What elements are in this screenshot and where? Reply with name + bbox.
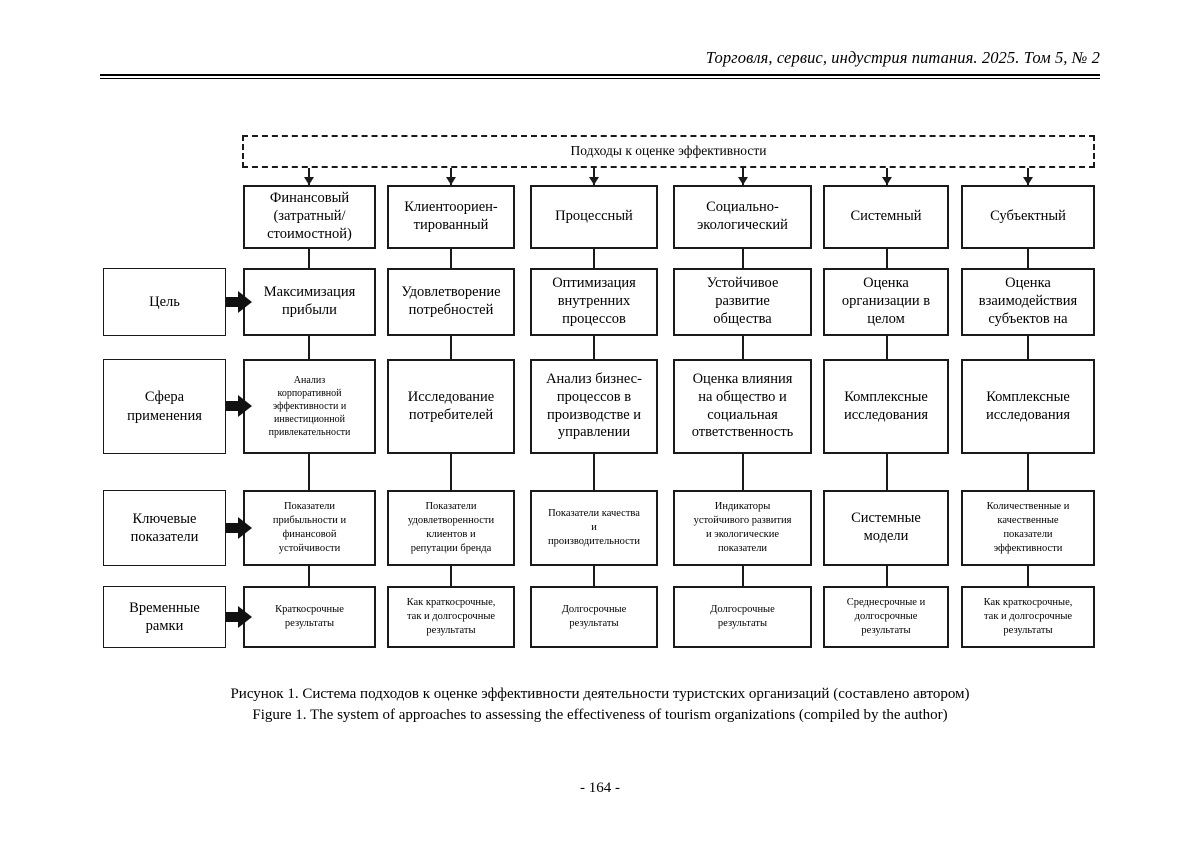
connector (742, 249, 744, 268)
node-indicators-5: Системные модели (823, 490, 949, 566)
row-label-scope: Сфера применения (103, 359, 226, 454)
node-approach-4: Социально- экологический (673, 185, 812, 249)
diagram-root-label: Подходы к оценке эффективности (570, 143, 767, 159)
node-timeframe-6: Как краткосрочные, так и долгосрочные ре… (961, 586, 1095, 648)
arrowhead-down-icon (446, 177, 456, 185)
node-scope-2: Исследование потребителей (387, 359, 515, 454)
node-scope-1: Анализ корпоративной эффективности и инв… (243, 359, 376, 454)
connector (886, 168, 888, 185)
node-timeframe-3: Долгосрочные результаты (530, 586, 658, 648)
node-indicators-4: Индикаторы устойчивого развития и эколог… (673, 490, 812, 566)
node-timeframe-4: Долгосрочные результаты (673, 586, 812, 648)
connector (742, 454, 744, 490)
connector (308, 249, 310, 268)
connector (1027, 336, 1029, 359)
connector (308, 168, 310, 185)
connector (450, 168, 452, 185)
connector (1027, 168, 1029, 185)
node-goal-5: Оценка организации в целом (823, 268, 949, 336)
connector (308, 566, 310, 586)
connector (886, 566, 888, 586)
connector (450, 454, 452, 490)
node-approach-2: Клиентоориен- тированный (387, 185, 515, 249)
node-approach-3: Процессный (530, 185, 658, 249)
node-goal-6: Оценка взаимодействия субъектов на (961, 268, 1095, 336)
connector (593, 168, 595, 185)
node-indicators-2: Показатели удовлетворенности клиентов и … (387, 490, 515, 566)
arrowhead-down-icon (738, 177, 748, 185)
node-indicators-1: Показатели прибыльности и финансовой уст… (243, 490, 376, 566)
connector (308, 336, 310, 359)
connector (450, 336, 452, 359)
node-scope-6: Комплексные исследования (961, 359, 1095, 454)
row-label-goal: Цель (103, 268, 226, 336)
node-timeframe-1: Краткосрочные результаты (243, 586, 376, 648)
arrowhead-down-icon (1023, 177, 1033, 185)
page-number: - 164 - (580, 780, 620, 796)
connector (886, 454, 888, 490)
connector (450, 249, 452, 268)
connector (593, 566, 595, 586)
node-timeframe-2: Как краткосрочные, так и долгосрочные ре… (387, 586, 515, 648)
connector (742, 336, 744, 359)
header-rule (100, 74, 1100, 79)
connector (742, 566, 744, 586)
node-goal-3: Оптимизация внутренних процессов (530, 268, 658, 336)
diagram-root-node: Подходы к оценке эффективности (242, 135, 1095, 168)
connector (593, 336, 595, 359)
arrowhead-down-icon (589, 177, 599, 185)
row-label-indicators: Ключевые показатели (103, 490, 226, 566)
arrowhead-down-icon (304, 177, 314, 185)
block-arrow-indicators (226, 517, 253, 539)
node-approach-6: Субъектный (961, 185, 1095, 249)
block-arrow-scope (226, 395, 253, 417)
figure-caption-en: Figure 1. The system of approaches to as… (252, 707, 948, 724)
node-scope-5: Комплексные исследования (823, 359, 949, 454)
node-approach-1: Финансовый (затратный/ стоимостной) (243, 185, 376, 249)
connector (742, 168, 744, 185)
connector (1027, 566, 1029, 586)
node-approach-5: Системный (823, 185, 949, 249)
connector (593, 249, 595, 268)
node-indicators-3: Показатели качества и производительности (530, 490, 658, 566)
figure-caption-ru: Рисунок 1. Система подходов к оценке эфф… (230, 686, 970, 702)
connector (1027, 454, 1029, 490)
connector (450, 566, 452, 586)
connector (886, 336, 888, 359)
node-scope-4: Оценка влияния на общество и социальная … (673, 359, 812, 454)
connector (1027, 249, 1029, 268)
node-goal-1: Максимизация прибыли (243, 268, 376, 336)
node-indicators-6: Количественные и качественные показатели… (961, 490, 1095, 566)
connector (886, 249, 888, 268)
block-arrow-timeframe (226, 606, 253, 628)
figure-caption: Рисунок 1. Система подходов к оценке эфф… (100, 684, 1100, 727)
running-head: Торговля, сервис, индустрия питания. 202… (705, 48, 1100, 67)
node-timeframe-5: Среднесрочные и долгосрочные результаты (823, 586, 949, 648)
arrowhead-down-icon (882, 177, 892, 185)
connector (593, 454, 595, 490)
node-scope-3: Анализ бизнес- процессов в производстве … (530, 359, 658, 454)
block-arrow-goal (226, 291, 253, 313)
node-goal-2: Удовлетворение потребностей (387, 268, 515, 336)
row-label-timeframe: Временные рамки (103, 586, 226, 648)
node-goal-4: Устойчивое развитие общества (673, 268, 812, 336)
connector (308, 454, 310, 490)
figure-diagram: Подходы к оценке эффективности Цель Сфер… (103, 135, 1095, 648)
